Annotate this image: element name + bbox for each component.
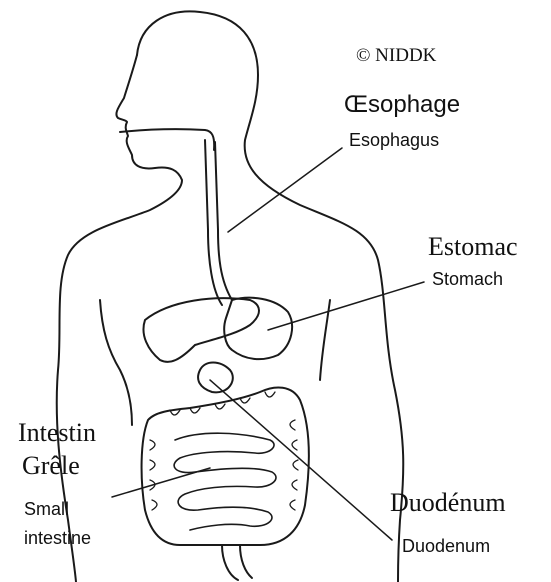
stomach-leader-line <box>268 282 424 330</box>
esophagus-tube-inner <box>215 142 232 300</box>
stomach-label-fr: Estomac <box>428 234 518 260</box>
large-intestine-shape <box>142 387 309 545</box>
small-intestine-label-fr-line2: Grêle <box>22 453 80 479</box>
esophagus-tube <box>205 140 222 305</box>
mouth-line <box>120 129 214 150</box>
small-intestine-label-en-line1: Small <box>24 500 69 518</box>
small-intestine-coils <box>174 433 276 530</box>
small-intestine-label-en-line2: intestine <box>24 529 91 547</box>
duodenum-label-fr: Duodénum <box>390 490 506 516</box>
small-intestine-label-fr-line1: Intestin <box>18 420 96 446</box>
esophagus-leader-line <box>228 148 342 232</box>
esophagus-label-en: Esophagus <box>349 131 439 149</box>
duodenum-label-en: Duodenum <box>402 537 490 555</box>
rectum-shape <box>222 545 252 580</box>
esophagus-label-fr: Œsophage <box>344 93 460 117</box>
body-outline-left <box>57 55 182 582</box>
stomach-label-en: Stomach <box>432 270 503 288</box>
left-arm-line <box>100 300 132 425</box>
duodenum-shape <box>198 363 233 393</box>
liver-shape <box>143 298 259 362</box>
small-intestine-leader-line <box>112 468 210 497</box>
copyright-notice: © NIDDK <box>356 46 436 65</box>
